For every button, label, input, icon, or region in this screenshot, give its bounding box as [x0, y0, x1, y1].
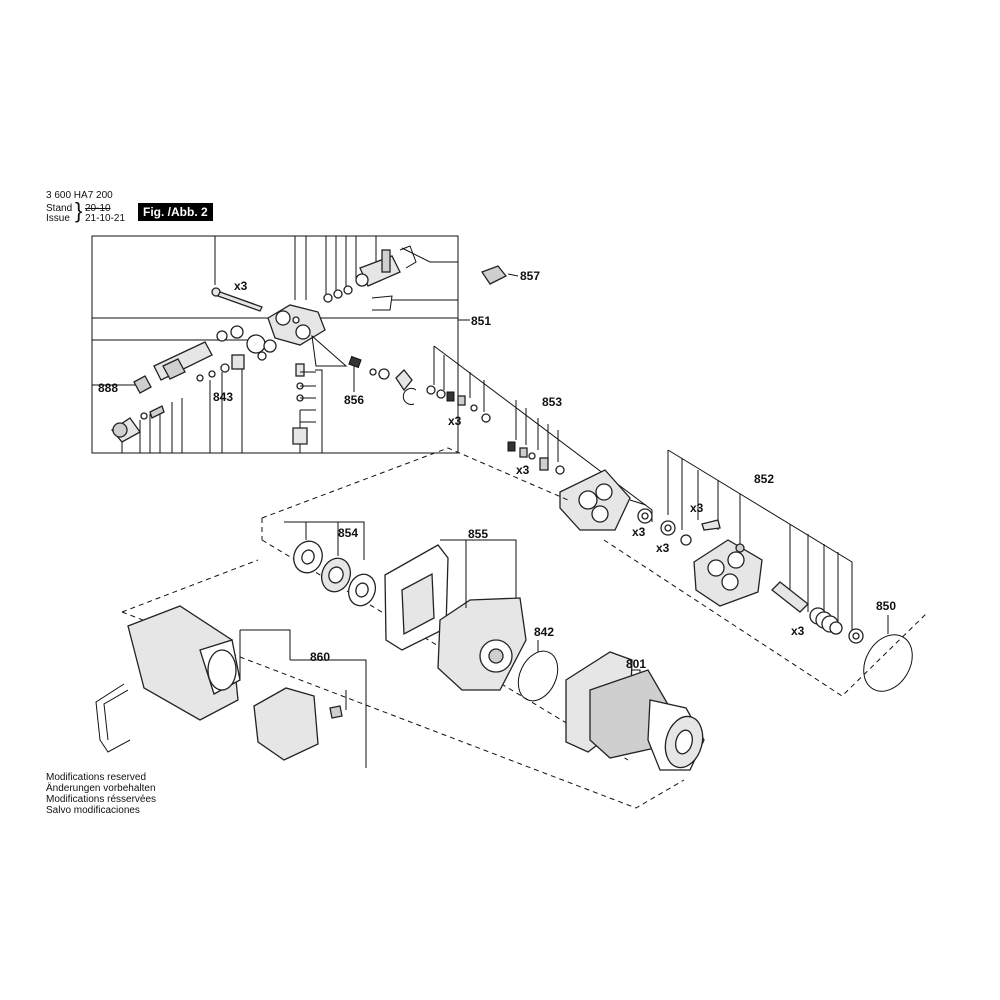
part-855-housing — [384, 539, 527, 691]
callout-801: 801 — [626, 657, 646, 671]
multiplier-x3-seal-b: x3 — [656, 541, 670, 555]
valve-housing-part — [559, 469, 647, 531]
seal-rings-x3 — [637, 508, 692, 546]
callout-888: 888 — [98, 381, 118, 395]
small-rings-top — [323, 285, 353, 303]
issue-value: 21-10-21 — [85, 213, 126, 224]
multiplier-x3-853a: x3 — [448, 414, 462, 428]
motor-801 — [565, 651, 705, 771]
cover-clip — [95, 683, 131, 753]
part-854-bearings — [284, 521, 377, 607]
rings-middle — [216, 325, 277, 354]
callout-856: 856 — [344, 393, 364, 407]
footer-line-3: Modifications résservées — [46, 794, 157, 805]
bolt-part — [211, 287, 263, 312]
callout-860: 860 — [310, 650, 330, 664]
multiplier-x3-bolt: x3 — [234, 279, 248, 293]
footer-line-1: Modifications reserved — [46, 772, 147, 783]
callout-853: 853 — [542, 395, 562, 409]
valve-stack-part — [292, 363, 316, 445]
nozzle-part — [111, 405, 165, 443]
figure-badge: Fig. /Abb. 2 — [138, 203, 213, 221]
callout-842: 842 — [534, 625, 554, 639]
pump-head-part — [267, 304, 326, 346]
inlet-connector-part — [355, 245, 417, 311]
multiplier-x3-seal-a: x3 — [632, 525, 646, 539]
part-number: 3 600 HA7 200 — [46, 190, 113, 201]
footer-line-4: Salvo modificaciones — [46, 805, 140, 816]
issue-label: Issue — [46, 213, 70, 224]
part-856-group — [348, 355, 417, 405]
callout-843: 843 — [213, 390, 233, 404]
small-parts-row-843 — [196, 351, 267, 382]
cap-857-part — [481, 265, 508, 285]
washer-850-side — [848, 628, 864, 644]
brace-icon: } — [75, 198, 83, 223]
callout-854: 854 — [338, 526, 358, 540]
motor-cover-860 — [127, 605, 367, 768]
part-853-group — [426, 345, 653, 522]
cylinder-head-part — [693, 519, 763, 607]
callout-855: 855 — [468, 527, 488, 541]
multiplier-x3-853b: x3 — [516, 463, 530, 477]
multiplier-x3-spring: x3 — [791, 624, 805, 638]
dashed-boundary-lower — [121, 559, 685, 809]
callout-850: 850 — [876, 599, 896, 613]
footer-line-2: Änderungen vorbehalten — [46, 783, 156, 794]
callout-851: 851 — [471, 314, 491, 328]
stand-label: Stand — [46, 203, 73, 214]
part-852-leaders — [667, 449, 853, 630]
stand-value: 20-10 — [85, 203, 111, 214]
nut-888-part — [133, 375, 152, 394]
callout-857: 857 — [520, 269, 540, 283]
lance-tube-part — [153, 341, 213, 381]
piston-part — [771, 581, 809, 613]
triangle-clip — [311, 334, 348, 367]
spring-part — [809, 607, 843, 635]
leader-lines-851 — [92, 236, 470, 453]
callout-852: 852 — [754, 472, 774, 486]
multiplier-x3-screw: x3 — [690, 501, 704, 515]
o-ring-842 — [517, 640, 559, 702]
